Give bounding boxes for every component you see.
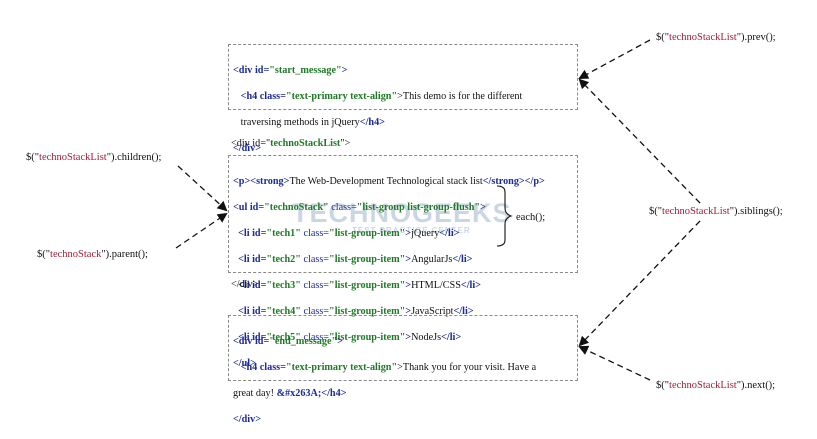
list-item-line: <li id="tech1" class="list-group-item">j… (238, 228, 460, 239)
siblings-arrow-up (578, 78, 701, 204)
techno-stack-list-code: <p><strong>The Web-Development Technolog… (233, 162, 545, 383)
watermark-brand: TECHNOGEEKS (292, 198, 512, 228)
siblings-arrow-down (578, 220, 701, 347)
list-item-line: <li id="tech4" class="list-group-item">J… (238, 306, 474, 317)
next-arrow (578, 345, 651, 381)
parent-call-label: $("technoStack").parent(); (37, 249, 148, 260)
list-item-line: <li id="tech3" class="list-group-item">H… (238, 280, 481, 291)
watermark-tagline: TEST PRACTICE CENTER (352, 226, 471, 235)
techno-stack-list-box (228, 155, 578, 273)
children-call-label: $("technoStackList").children(); (26, 152, 162, 163)
start-line-3: traversing methods in jQuery</h4> (240, 117, 385, 128)
next-call-label: $("technoStackList").next(); (656, 380, 776, 391)
ul-open-line: <ul id="technoStack" class="list-group l… (233, 202, 486, 213)
outer-div-close: </div> (231, 279, 259, 290)
start-line-1: <div id="start_message"> (233, 65, 348, 76)
arrows-layer (175, 39, 701, 381)
paragraph-line: <p><strong>The Web-Development Technolog… (233, 176, 545, 187)
each-call-label: each(); (516, 212, 546, 223)
end-line-3: great day! &#x263A;</h4> (233, 388, 347, 399)
ul-close-line: </ul> (233, 358, 256, 369)
list-item-line: <li id="tech2" class="list-group-item">A… (238, 254, 473, 265)
each-brace (496, 185, 513, 247)
parent-arrow (175, 212, 228, 249)
end-message-box (228, 315, 578, 381)
start-line-2: <h4 class="text-primary text-align">This… (240, 91, 523, 102)
end-message-code: <div id="end_message"> <h4 class="text-p… (233, 322, 536, 439)
children-arrow (177, 165, 228, 212)
siblings-call-label: $("technoStackList").siblings(); (649, 206, 783, 217)
prev-call-label: $("technoStackList").prev(); (656, 32, 776, 43)
end-line-4: </div> (233, 414, 262, 425)
start-message-box (228, 44, 578, 110)
watermark-logo: TECHNOGEEKS TEST PRACTICE CENTER (292, 198, 512, 235)
outer-div-open: <div id="technoStackList"> (231, 138, 351, 149)
end-line-1: <div id="end_message"> (233, 336, 343, 347)
list-item-line: <li id="tech5" class="list-group-item">N… (238, 332, 462, 343)
start-message-code: <div id="start_message"> <h4 class="text… (233, 51, 522, 168)
start-line-4: </div> (233, 143, 262, 154)
end-line-2: <h4 class="text-primary text-align">Than… (240, 362, 537, 373)
prev-arrow (578, 39, 651, 79)
